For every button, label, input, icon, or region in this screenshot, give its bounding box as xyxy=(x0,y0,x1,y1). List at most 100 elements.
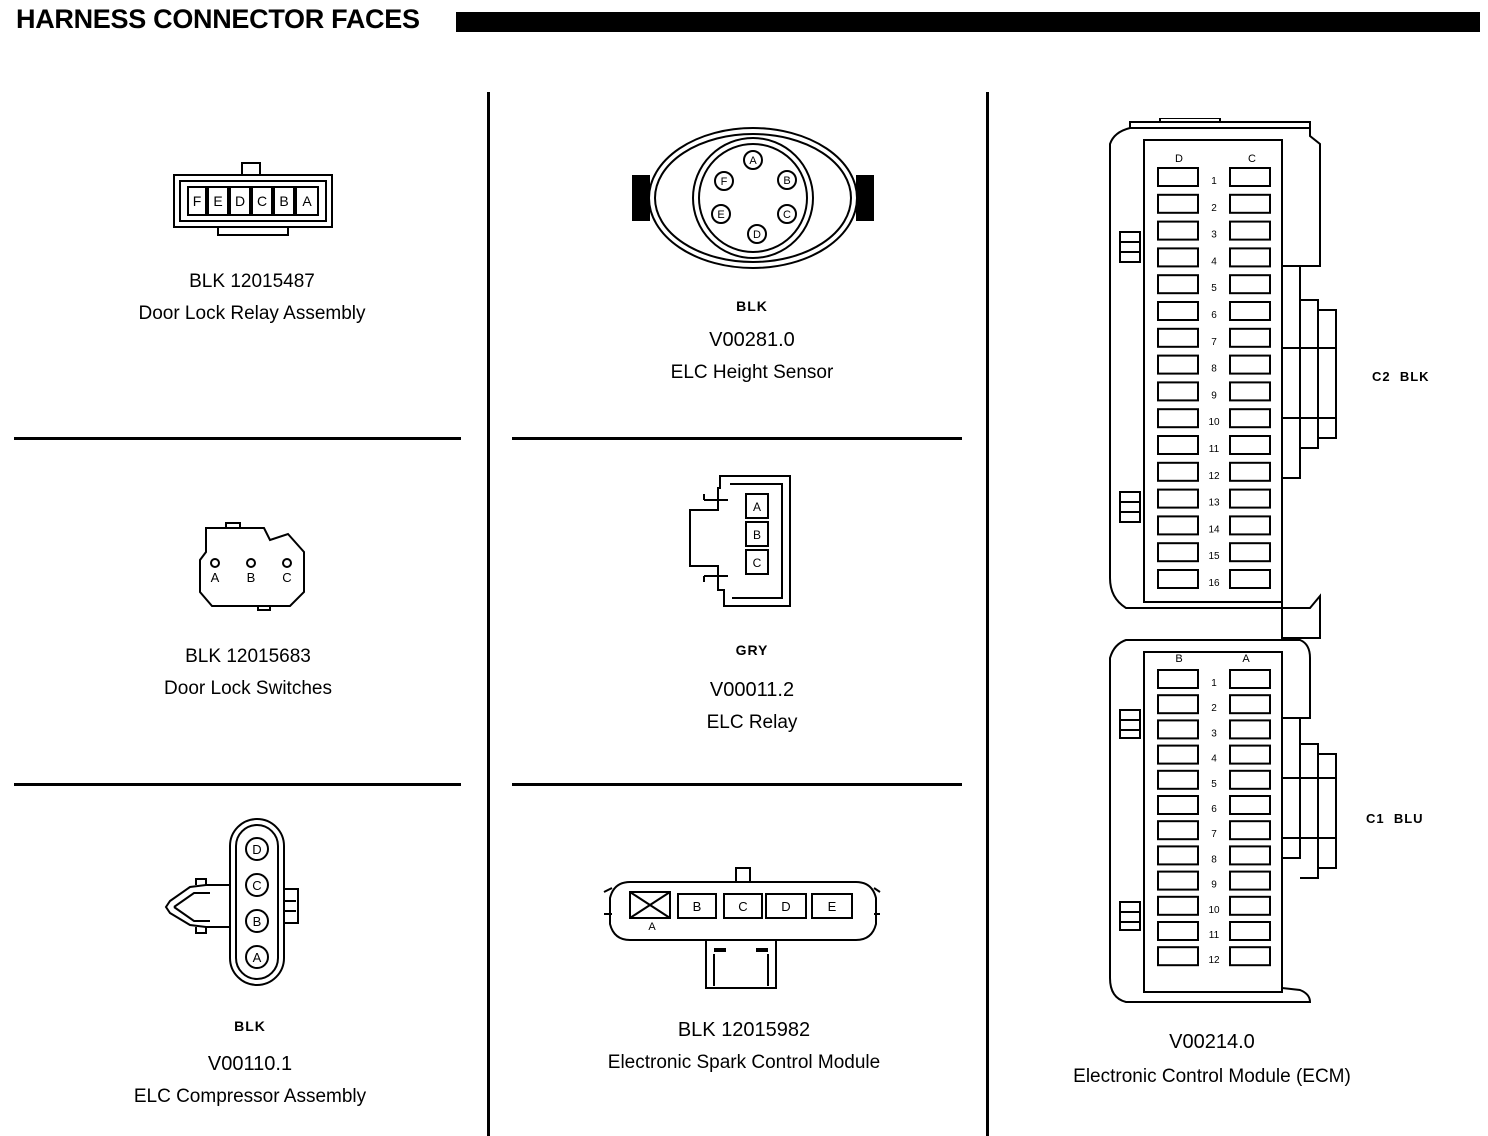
ecm-c1-cavity-right-9 xyxy=(1229,870,1271,891)
ecm-c2-cavity-left-2 xyxy=(1157,193,1199,214)
ecm-c2-cavity-left-4 xyxy=(1157,247,1199,268)
sensor-pin-B: B xyxy=(783,175,790,187)
switch-pin-B: B xyxy=(247,570,256,585)
ecm-c2-row-number: 2 xyxy=(1211,203,1217,214)
page-title: HARNESS CONNECTOR FACES xyxy=(16,4,420,34)
connector-name: ELC Compressor Assembly xyxy=(133,1085,367,1107)
connector-name: Electronic Control Module (ECM) xyxy=(1073,1066,1351,1087)
row-divider-mid-1 xyxy=(512,437,962,440)
ecm-c2-cavity-right-5 xyxy=(1229,274,1271,295)
ecm-c2-row-number: 16 xyxy=(1208,578,1220,589)
ecm-c2-col-D: D xyxy=(1175,153,1183,165)
ecm-c2-row-number: 12 xyxy=(1208,471,1220,482)
ecm-c1-cavity-right-8 xyxy=(1229,845,1271,866)
ecm-c2-cavity-left-1 xyxy=(1157,167,1199,187)
ecm-c1-cavity-left-12 xyxy=(1157,946,1199,967)
door-lock-switches-caption: BLK 12015683 Door Lock Switches xyxy=(56,645,440,701)
ecm-caption: V00214.0 Electronic Control Module (ECM) xyxy=(1020,1030,1404,1089)
spark-pin-A: A xyxy=(648,921,656,933)
ecm-c1-cavity-right-2 xyxy=(1229,694,1271,715)
relay-pin-F: F xyxy=(193,193,202,209)
ecm-c1-cavity-right-12 xyxy=(1229,946,1271,967)
sensor-pin-C: C xyxy=(783,209,791,221)
part-number: V00214.0 xyxy=(1169,1031,1255,1053)
ecm-c1-row-number: 7 xyxy=(1211,829,1217,840)
part-number: BLK 12015982 xyxy=(677,1019,811,1041)
row-divider-left-2 xyxy=(14,783,461,786)
ecm-c1-cavity-left-11 xyxy=(1157,921,1199,941)
ecm-c2-cavity-right-11 xyxy=(1229,435,1271,455)
ecm-c2-cavity-right-14 xyxy=(1229,515,1271,536)
column-divider-left xyxy=(487,92,490,1136)
ecm-c2-cavity-left-8 xyxy=(1157,354,1199,375)
ecm-c2-cavity-left-14 xyxy=(1157,515,1199,536)
sensor-pin-A: A xyxy=(749,155,757,167)
spark-pin-D: D xyxy=(781,899,790,914)
ecm-c2-cavity-right-16 xyxy=(1229,569,1271,589)
ecm-c2-cavity-right-7 xyxy=(1229,327,1271,348)
ecm-c1-row-number: 12 xyxy=(1208,955,1220,966)
part-number: BLK 12015683 xyxy=(185,646,311,667)
ecm-c1-cavity-right-10 xyxy=(1229,895,1271,916)
ecm-c1-cavity-right-4 xyxy=(1229,744,1271,765)
ecm-c2-row-number: 11 xyxy=(1209,444,1220,455)
elc-height-sensor-connector: A B C D E F xyxy=(632,127,874,269)
ecm-c2-cavity-right-15 xyxy=(1229,542,1271,563)
door-lock-relay-connector: F E D C B A xyxy=(173,162,333,236)
ecm-c2-cavity-left-9 xyxy=(1157,381,1199,402)
compressor-pin-B: B xyxy=(253,914,262,929)
door-lock-relay-caption: BLK 12015487 Door Lock Relay Assembly xyxy=(60,270,444,326)
ecm-c2-cavity-right-4 xyxy=(1229,247,1271,268)
ecm-c1-cavity-right-7 xyxy=(1229,820,1271,841)
ecm-c1-row-number: 1 xyxy=(1211,678,1217,689)
spark-pin-E: E xyxy=(828,899,837,914)
ecm-c1-cavity-left-7 xyxy=(1157,820,1199,841)
ecm-c2-cavity-right-10 xyxy=(1229,408,1271,429)
ecm-c1-label: C1 BLU xyxy=(1366,811,1424,826)
ecm-c1-row-number: 10 xyxy=(1208,905,1220,916)
ecm-c2-cavity-right-12 xyxy=(1229,461,1271,482)
ecm-c2-cavity-left-5 xyxy=(1157,274,1199,295)
ecm-c2-cavity-left-7 xyxy=(1157,327,1199,348)
ecm-c2-cavity-left-6 xyxy=(1157,301,1199,321)
spark-pin-B: B xyxy=(693,899,702,914)
ecm-c1-row-number: 9 xyxy=(1211,880,1217,891)
sensor-pin-F: F xyxy=(721,176,728,188)
ecm-c2-cavity-left-13 xyxy=(1157,488,1199,509)
ecm-c2-row-number: 3 xyxy=(1211,230,1217,241)
elc-relay-connector: A B C xyxy=(689,475,791,607)
part-number: V00110.1 xyxy=(207,1052,293,1075)
elc-compressor-caption: BLK V00110.1 ELC Compressor Assembly xyxy=(58,1018,442,1108)
ecm-c1-row-number: 2 xyxy=(1211,703,1217,714)
row-divider-mid-2 xyxy=(512,783,962,786)
relay-pin-E: E xyxy=(213,193,222,209)
ecm-c1-cavity-left-5 xyxy=(1157,769,1199,790)
ecm-c1-cavity-left-3 xyxy=(1157,719,1199,740)
ecm-c1-cavity-left-6 xyxy=(1157,795,1199,815)
spark-control-caption: BLK 12015982 Electronic Spark Control Mo… xyxy=(552,1018,936,1075)
ecm-c2-row-number: 9 xyxy=(1211,390,1217,401)
connector-name: Electronic Spark Control Module xyxy=(607,1052,881,1073)
ecm-c2-row-number: 1 xyxy=(1211,176,1217,187)
ecm-c2-cavity-left-15 xyxy=(1157,542,1199,563)
sensor-pin-D: D xyxy=(753,229,761,241)
ecm-c2-col-C: C xyxy=(1248,153,1256,165)
ecm-c2-row-number: 8 xyxy=(1211,364,1217,375)
ecm-c2-cavity-left-16 xyxy=(1157,569,1199,589)
wire-color: GRY xyxy=(735,642,769,658)
ecm-c2-cavity-right-9 xyxy=(1229,381,1271,402)
header-bar xyxy=(456,12,1480,32)
ecm-c1-row-number: 11 xyxy=(1209,930,1220,941)
wire-color: BLK xyxy=(736,298,768,314)
ecm-c1-cavity-right-1 xyxy=(1229,669,1271,689)
spark-control-connector: A B C D E xyxy=(603,867,881,989)
compressor-pin-C: C xyxy=(252,878,261,893)
ecm-c1-cavity-left-9 xyxy=(1157,870,1199,891)
ecm-c1-col-A: A xyxy=(1242,653,1250,665)
relay-pin-C: C xyxy=(753,556,762,570)
ecm-c1-row-number: 8 xyxy=(1211,854,1217,865)
ecm-c1-cavity-right-5 xyxy=(1229,769,1271,790)
ecm-c2-row-number: 7 xyxy=(1211,337,1217,348)
relay-pin-C: C xyxy=(257,193,267,209)
